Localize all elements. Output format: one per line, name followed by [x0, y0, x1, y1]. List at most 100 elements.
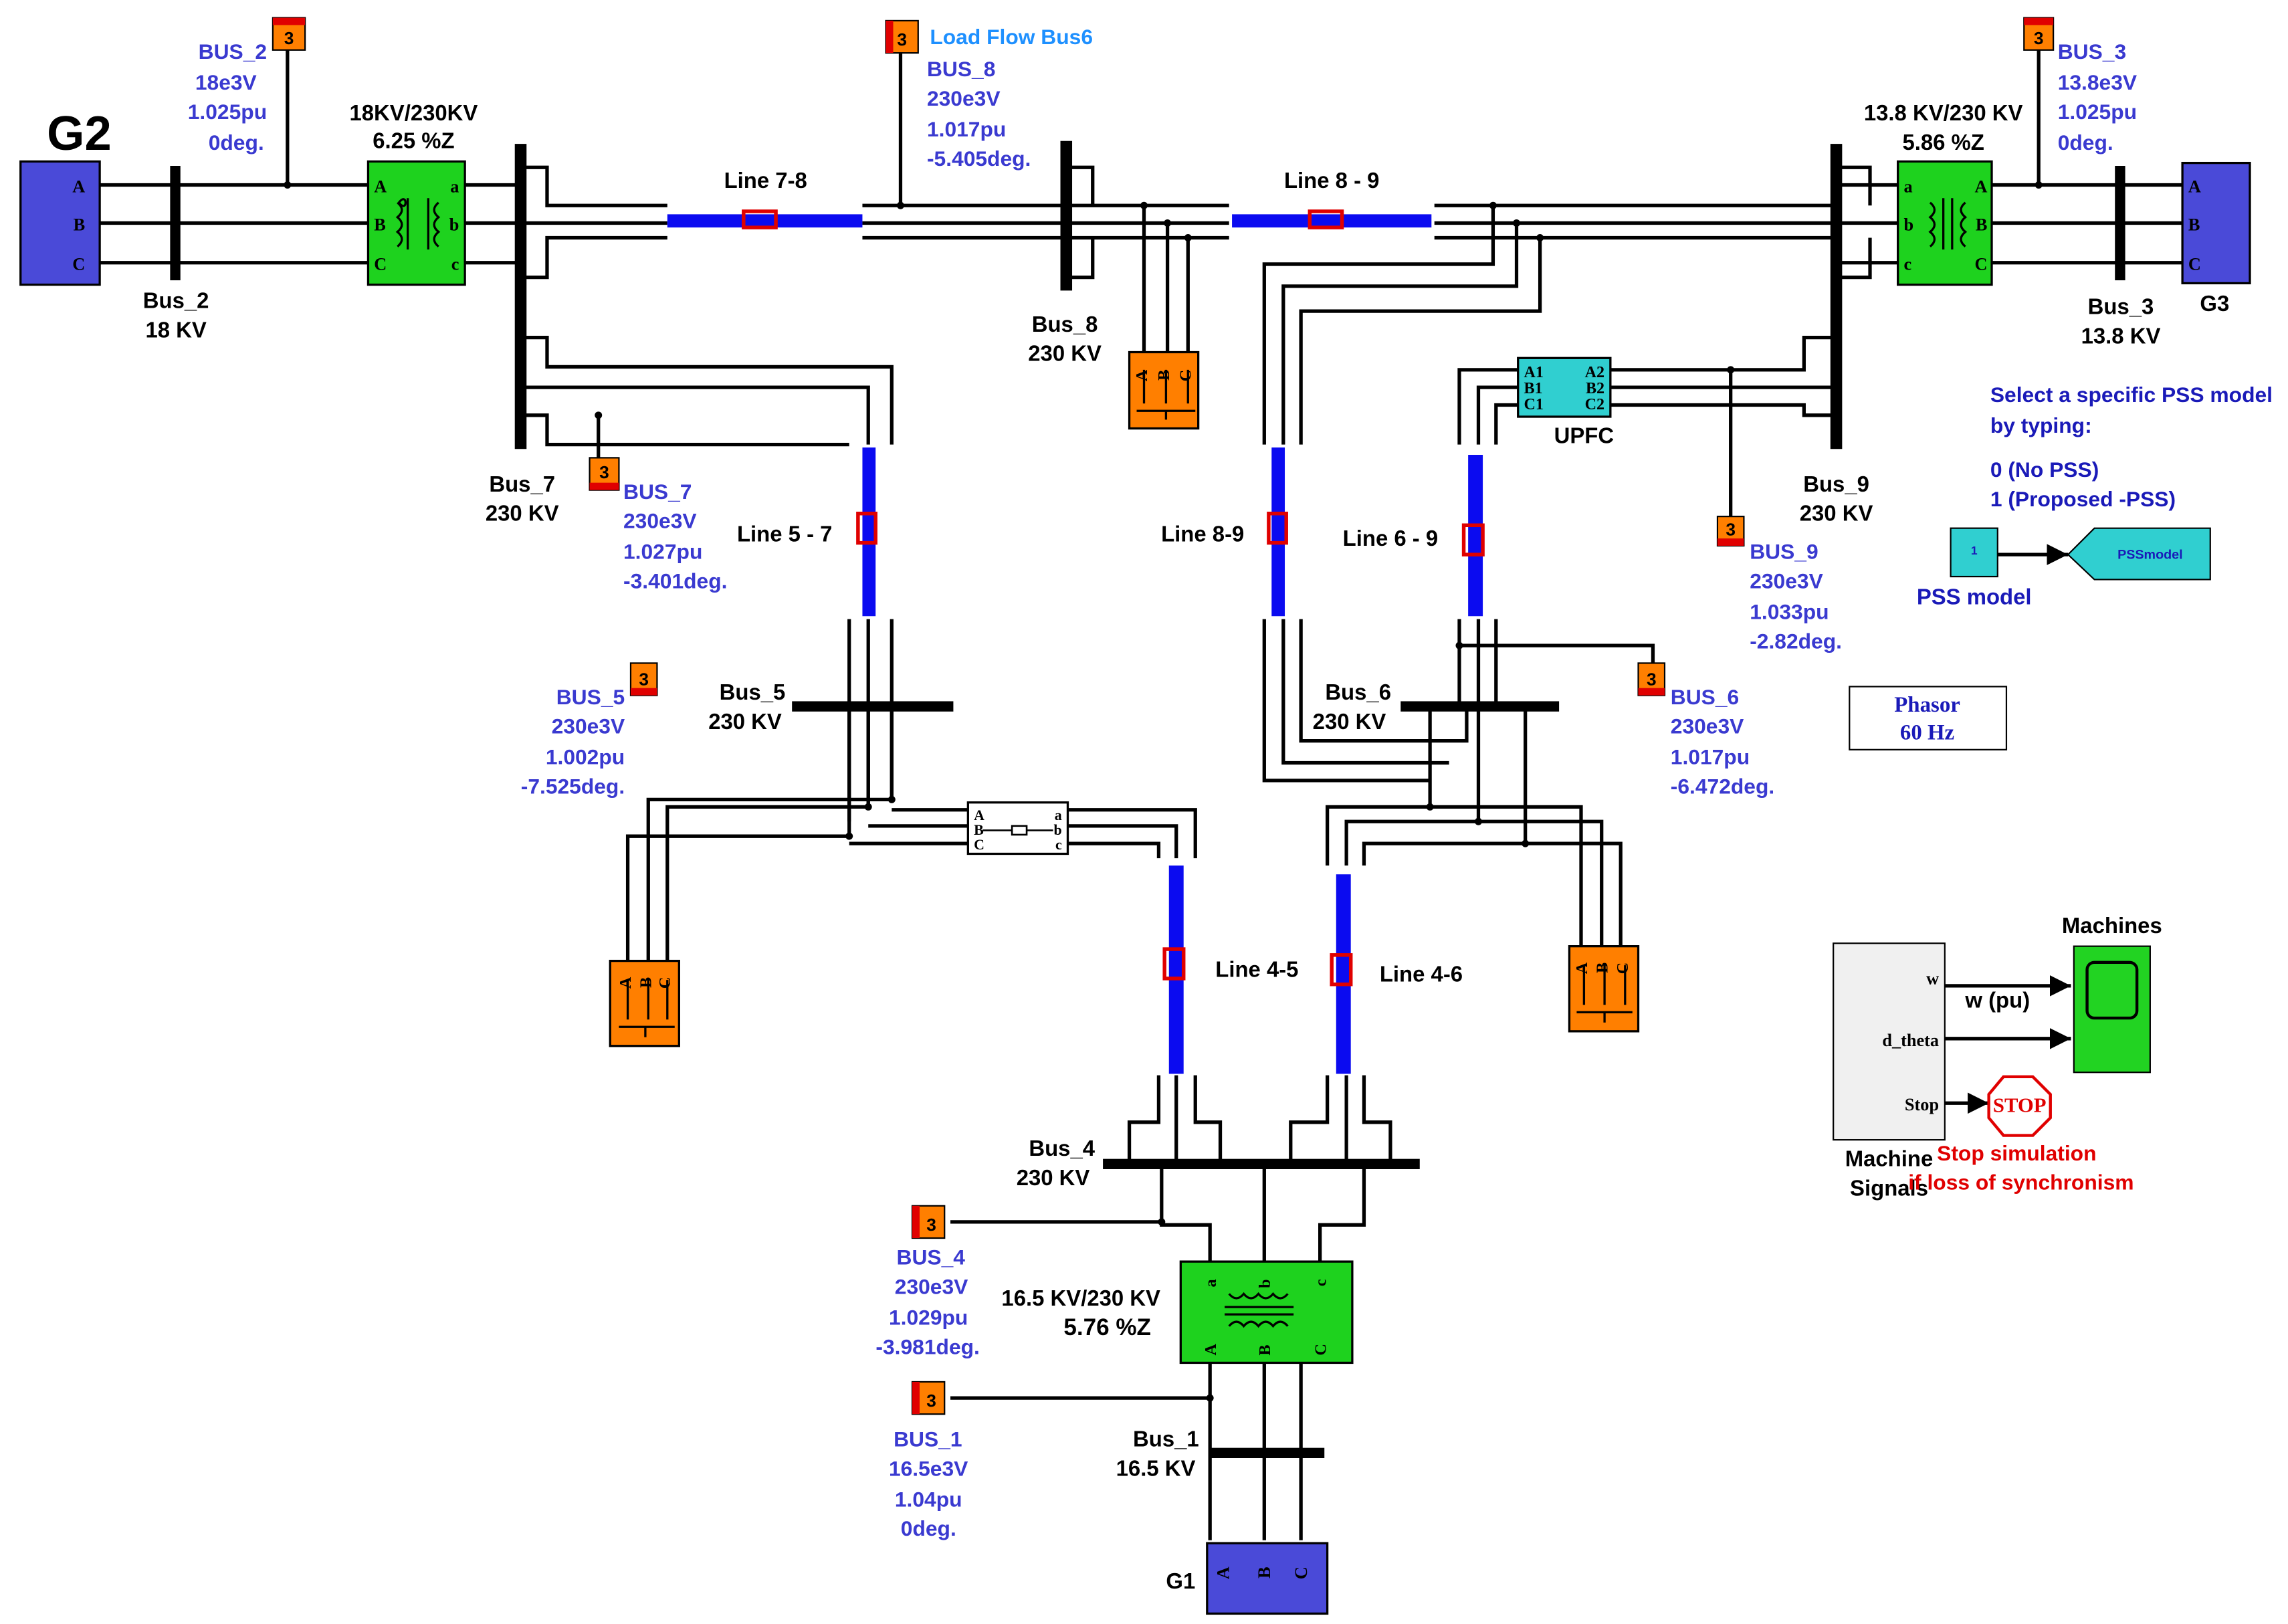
svg-text:c: c: [451, 255, 459, 274]
line-8-9-horizontal-label: Line 8 - 9: [1284, 168, 1380, 193]
machines-scope[interactable]: [2073, 945, 2151, 1074]
bus4-name: Bus_4: [1029, 1136, 1095, 1160]
generator-g3[interactable]: A B C: [2181, 161, 2251, 285]
svg-text:-5.405deg.: -5.405deg.: [927, 146, 1031, 171]
svg-text:-2.82deg.: -2.82deg.: [1750, 629, 1842, 653]
svg-text:b: b: [1054, 821, 1062, 838]
svg-text:BUS_6: BUS_6: [1671, 685, 1739, 709]
pss-constant-block[interactable]: 1: [1950, 527, 1998, 578]
svg-text:c: c: [1903, 255, 1911, 274]
scope-icon: [2085, 960, 2139, 1020]
svg-text:BUS_9: BUS_9: [1750, 540, 1818, 564]
bus5-bar: [792, 701, 954, 712]
bus9-kv: 230 KV: [1800, 501, 1873, 526]
svg-text:-7.525deg.: -7.525deg.: [521, 775, 625, 799]
powergui-phasor-block[interactable]: Phasor 60 Hz: [1849, 686, 2008, 750]
line-6-9[interactable]: [1461, 455, 1485, 617]
svg-text:BUS_8: BUS_8: [927, 57, 995, 81]
svg-text:A: A: [617, 977, 635, 989]
svg-text:3: 3: [926, 1215, 936, 1235]
svg-text:230e3V: 230e3V: [552, 714, 625, 738]
svg-text:3: 3: [1647, 669, 1657, 689]
svg-text:C2: C2: [1585, 396, 1604, 413]
g3-port-b: B: [2188, 215, 2200, 234]
bus6-name: Bus_6: [1325, 680, 1391, 704]
bus-labels: Bus_2 18 KV Bus_3 13.8 KV Bus_7 230 KV B…: [143, 288, 2161, 1481]
svg-text:c: c: [1312, 1279, 1330, 1286]
svg-text:230e3V: 230e3V: [1750, 569, 1823, 593]
upfc-block[interactable]: A1 B1 C1 A2 B2 C2: [1517, 357, 1612, 418]
svg-text:B1: B1: [1524, 380, 1542, 397]
loadflow-block-bus8: 3: [885, 19, 919, 54]
svg-text:A: A: [1134, 369, 1151, 381]
t3-title: 13.8 KV/230 KV: [1864, 100, 2023, 125]
bus7-bar: [514, 144, 527, 449]
svg-text:230e3V: 230e3V: [927, 86, 1001, 110]
pss-option-1: 1 (Proposed -PSS): [1990, 487, 2176, 511]
transformer-t1-icon: [1225, 1292, 1294, 1328]
loadflow-blocks[interactable]: 3 3 3 3 3 3 3 3 3: [272, 17, 2055, 1415]
svg-text:3: 3: [926, 1391, 936, 1411]
svg-text:1.002pu: 1.002pu: [546, 745, 625, 769]
pss-goto-block[interactable]: PSSmodel: [2067, 527, 2211, 581]
bus1-name: Bus_1: [1133, 1426, 1199, 1451]
svg-text:3: 3: [2034, 28, 2044, 48]
svg-text:1.027pu: 1.027pu: [623, 540, 702, 564]
loadflow-block-bus3: 3: [2023, 17, 2055, 51]
phasor-line2: 60 Hz: [1900, 720, 1954, 744]
svg-text:b: b: [1257, 1279, 1274, 1288]
g3-port-c: C: [2188, 255, 2201, 274]
output-d-theta: d_theta: [1882, 1031, 1939, 1050]
machine-signals-label-1: Machine: [1845, 1146, 1934, 1171]
series-breaker-bus5[interactable]: A B C a b c: [966, 801, 1069, 855]
bus2-name: Bus_2: [143, 288, 209, 313]
transformer-t3[interactable]: a b c A B C: [1897, 160, 1993, 286]
t3-impedance: 5.86 %Z: [1902, 130, 1984, 155]
pss-instructions: Select a specific PSS model by typing: 0…: [1990, 383, 2273, 511]
generator-g1[interactable]: A B C: [1206, 1542, 1329, 1615]
loadflow-block-bus9: 3: [1716, 516, 1745, 547]
machines-scope-title: Machines: [2062, 913, 2162, 938]
svg-text:0deg.: 0deg.: [2058, 130, 2113, 155]
line-8-9-vertical[interactable]: [1267, 447, 1288, 617]
bus4-bar: [1103, 1158, 1420, 1169]
bus2-bar: [170, 166, 181, 281]
machine-signals-block[interactable]: w d_theta Stop: [1833, 942, 1946, 1141]
load-bus6[interactable]: A B C: [1568, 945, 1640, 1033]
line-5-7[interactable]: [856, 447, 877, 617]
svg-text:1.017pu: 1.017pu: [1671, 745, 1750, 769]
machine-signals-label-2: Signals: [1850, 1175, 1928, 1200]
bus5-kv: 230 KV: [708, 709, 782, 734]
svg-text:BUS_2: BUS_2: [199, 39, 267, 64]
svg-text:B: B: [374, 215, 386, 234]
g2-port-c: C: [72, 255, 85, 274]
pss-option-0: 0 (No PSS): [1990, 458, 2099, 482]
bus6-kv: 230 KV: [1313, 709, 1386, 734]
load-bus5[interactable]: A B C: [609, 959, 680, 1047]
line-4-6-label: Line 4-6: [1380, 961, 1463, 986]
svg-text:A: A: [1574, 962, 1591, 974]
svg-text:C: C: [374, 255, 387, 274]
line-4-5[interactable]: [1162, 866, 1186, 1074]
transformer-t1[interactable]: a b c A B C: [1179, 1260, 1354, 1364]
line-4-5-label: Line 4-5: [1215, 957, 1298, 982]
transformer-t2[interactable]: A B C a b c: [367, 160, 466, 286]
svg-text:-6.472deg.: -6.472deg.: [1671, 775, 1774, 799]
bus8-name: Bus_8: [1032, 312, 1098, 336]
svg-text:B: B: [1976, 215, 1988, 234]
stop-block[interactable]: STOP: [1987, 1075, 2052, 1137]
line-7-8[interactable]: [667, 209, 863, 229]
svg-text:C: C: [1312, 1344, 1330, 1355]
svg-text:B: B: [1257, 1344, 1274, 1355]
bus5-name: Bus_5: [720, 680, 786, 704]
loadflow-block-bus7: 3: [589, 457, 620, 491]
load-bus8[interactable]: A B C: [1128, 350, 1200, 430]
line-8-9-horizontal[interactable]: [1232, 209, 1432, 229]
line-4-6[interactable]: [1330, 874, 1353, 1074]
svg-text:3: 3: [284, 28, 294, 48]
generator-g2[interactable]: A B C: [19, 160, 101, 286]
svg-text:0deg.: 0deg.: [901, 1516, 956, 1540]
bus5-readout: BUS_5 230e3V 1.002pu -7.525deg.: [521, 685, 625, 799]
svg-text:c: c: [1055, 836, 1062, 853]
bus9-readout: BUS_9 230e3V 1.033pu -2.82deg.: [1750, 540, 1842, 653]
